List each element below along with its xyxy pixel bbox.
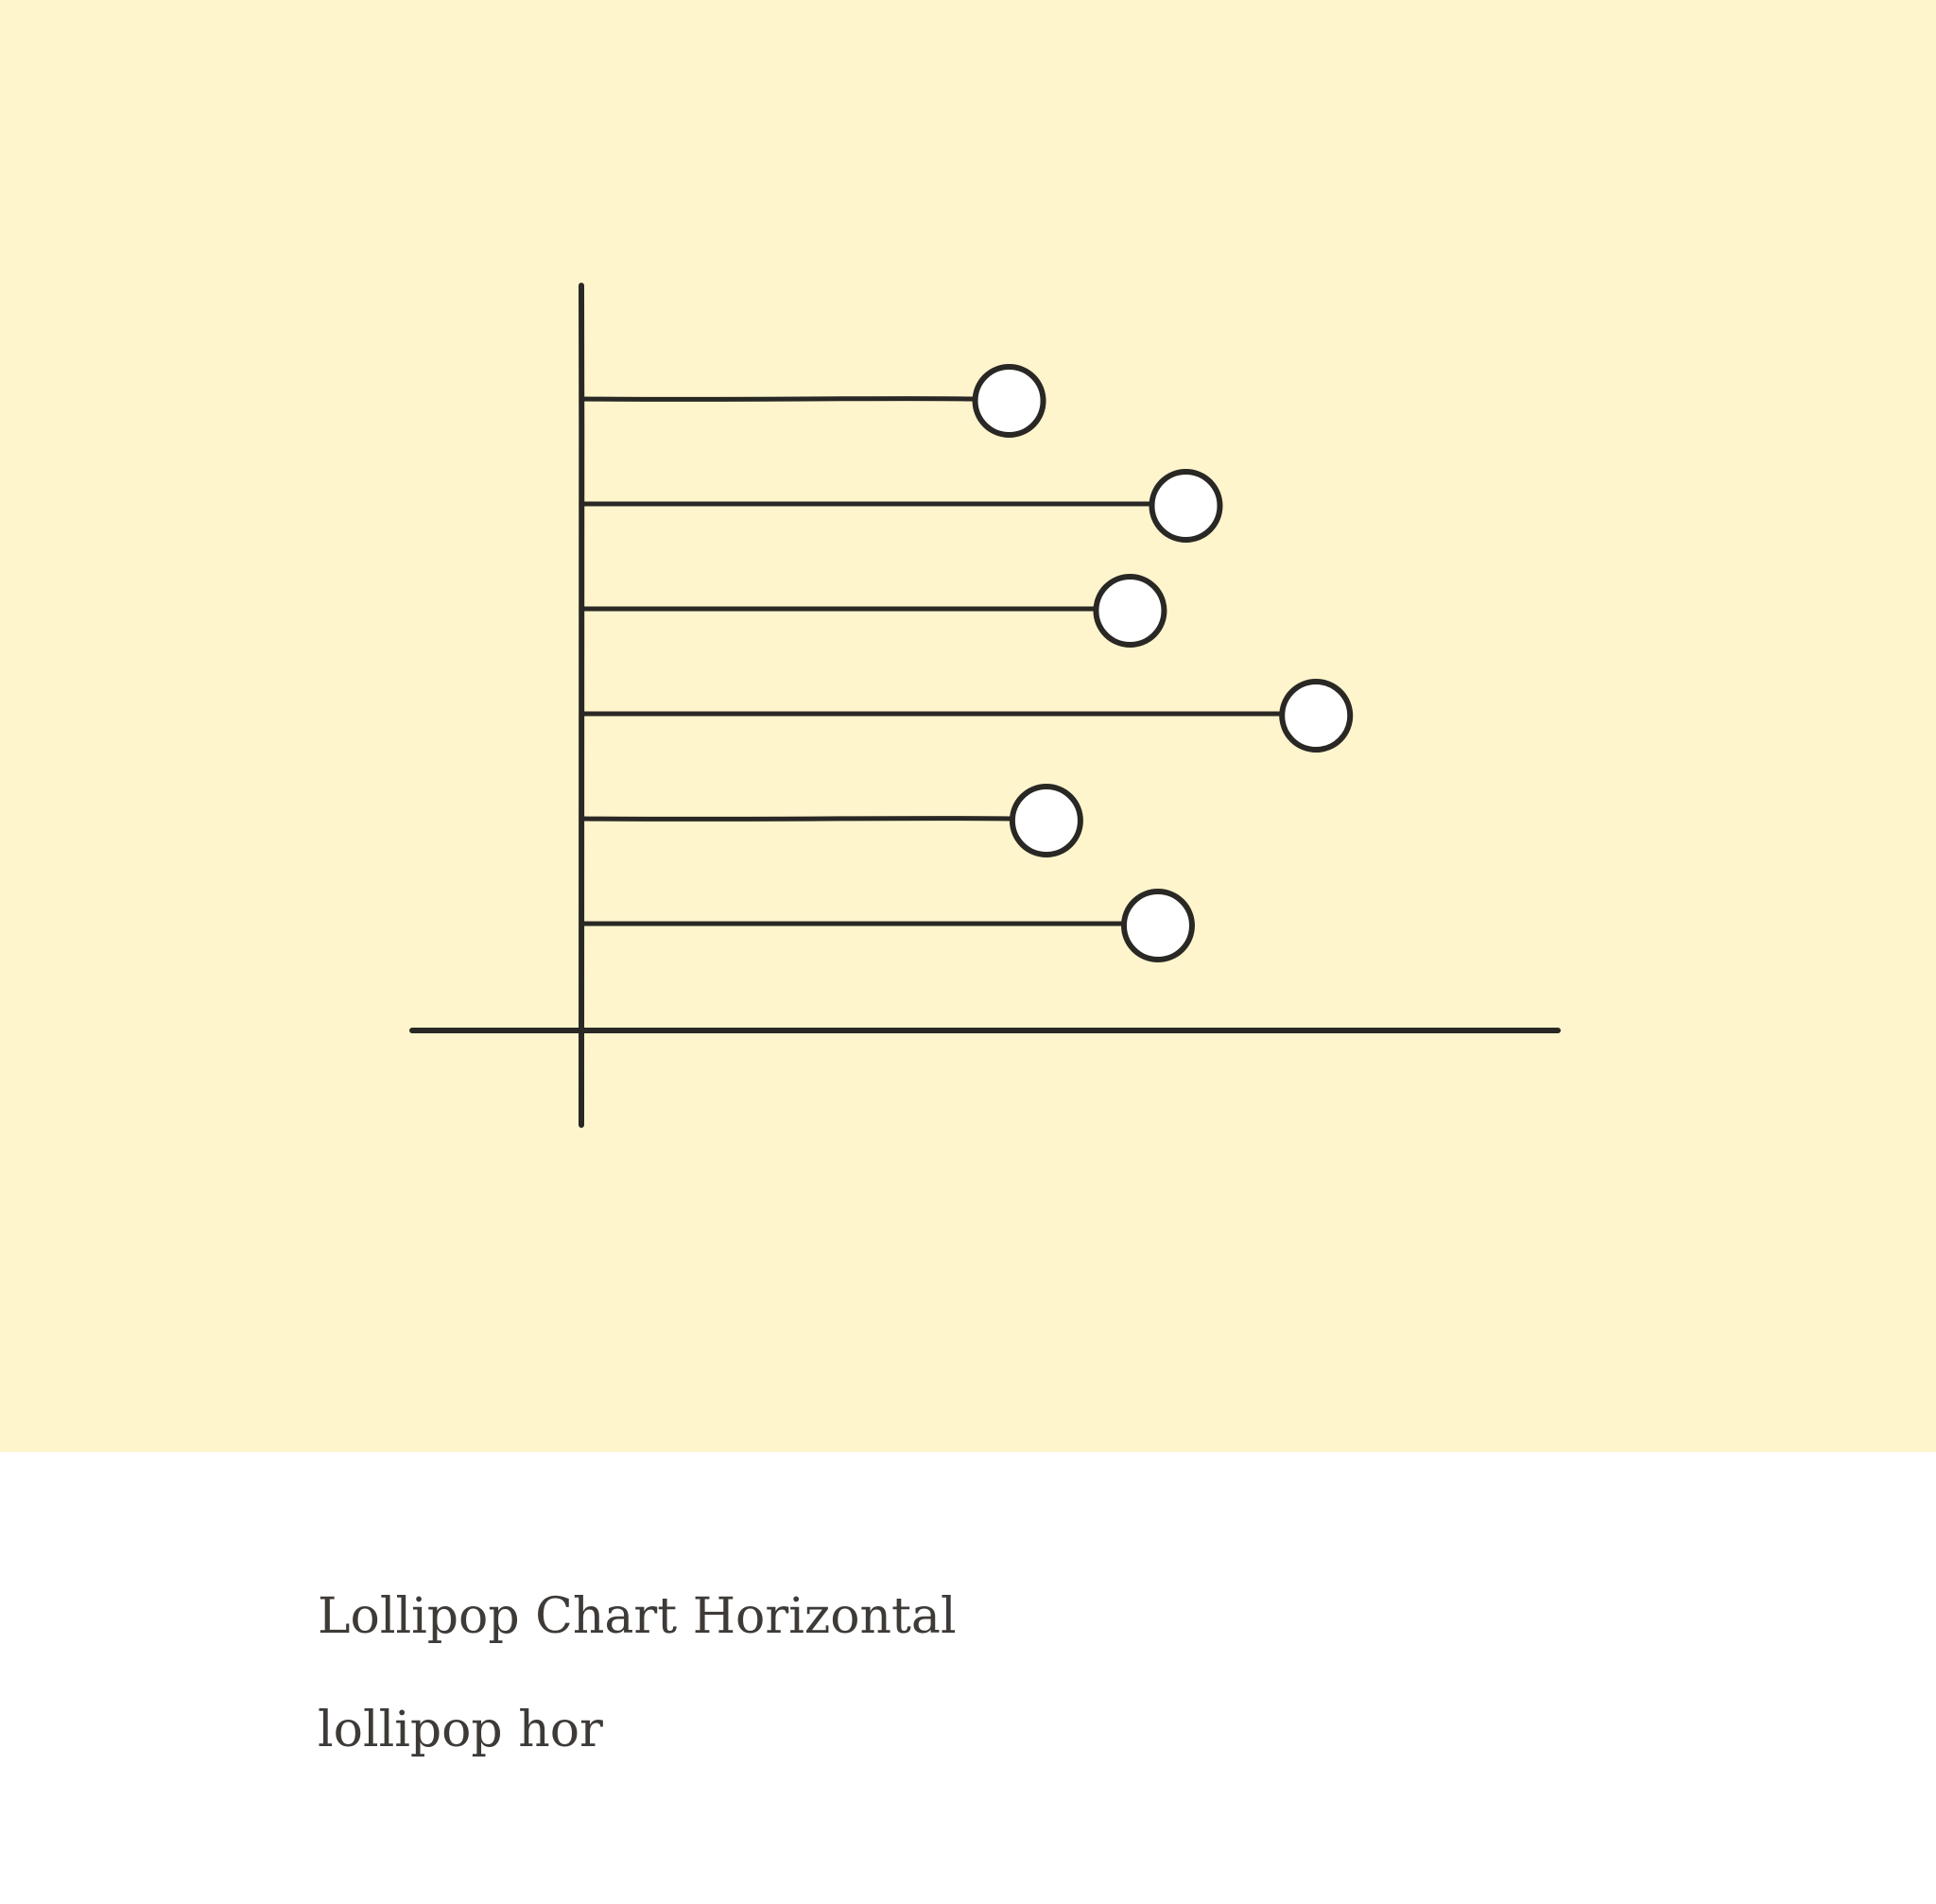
lollipop-dot xyxy=(1279,679,1354,753)
lollipop-stem xyxy=(579,396,978,402)
chart-dots xyxy=(972,364,1354,962)
x-axis-line xyxy=(409,1027,1561,1034)
y-axis-line xyxy=(578,283,585,1128)
lollipop-dot xyxy=(1093,574,1167,648)
caption-subtitle: lollipop hor xyxy=(318,1702,603,1758)
lollipop-dot xyxy=(1120,889,1195,962)
lollipop-stem xyxy=(579,606,1098,612)
lollipop-dot xyxy=(972,364,1046,438)
lollipop-chart xyxy=(409,283,1561,1128)
lollipop-stem xyxy=(579,816,1015,822)
lollipop-stem xyxy=(579,921,1127,926)
caption-title: Lollipop Chart Horizontal xyxy=(318,1588,957,1645)
chart-stems xyxy=(579,396,1285,926)
lollipop-stem xyxy=(579,501,1154,507)
chart-axes xyxy=(409,283,1561,1128)
lollipop-dot xyxy=(1149,469,1223,543)
lollipop-dot xyxy=(1009,784,1083,857)
lollipop-stem xyxy=(579,711,1285,717)
caption: Lollipop Chart Horizontal lollipop hor xyxy=(318,1588,1736,1758)
chart-illustration xyxy=(0,0,1936,1452)
